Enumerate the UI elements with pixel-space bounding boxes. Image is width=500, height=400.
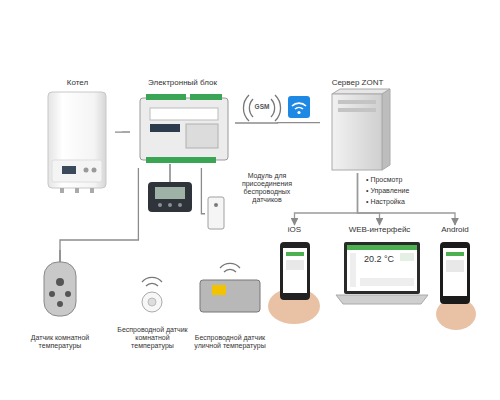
server-top [332,89,390,94]
signal-wave [243,95,249,121]
node-label: Беспроводной датчик уличной температуры [190,334,270,350]
panel-button [158,203,162,207]
sensor-hole [65,291,71,297]
panel-button [168,203,172,207]
terminal-strip [146,157,216,163]
control-panel [148,182,192,212]
controller-window [186,124,218,148]
cable-line [60,168,138,250]
room-sensor [44,262,76,316]
feature-item: • Просмотр [366,176,426,183]
diagram-node: iOS [262,225,327,335]
diagram-node: Сервер ZONT [320,78,395,173]
sensor-center [148,298,156,306]
node-label: Котел [67,78,88,87]
phone-screen [283,248,307,293]
phone-screen [443,248,467,296]
outdoor-sensor [200,280,260,312]
screen-reading: 20.2 °C [360,254,398,264]
wireless-module [208,197,224,229]
signal-wave [224,269,236,272]
diagram-node: Android [430,225,480,335]
diagram-node: Электронный блок [130,78,235,168]
node-label: Android [441,225,469,234]
boiler-body [48,92,106,188]
boiler-pipe [90,188,94,193]
screen-bar [446,252,464,256]
wifi-wave [295,107,303,109]
server-slot [338,100,376,104]
controller-body [140,98,228,160]
data-arrow [295,173,358,225]
module-led [214,203,218,207]
feature-item: • Настройка [366,198,426,205]
screen-bar [286,252,304,256]
node-label: Беспроводной датчик комнатной температур… [115,326,190,350]
boiler-knob [84,168,89,173]
smartphone [280,242,310,300]
server-body [332,94,382,170]
screen-sidebar [350,253,356,287]
wifi-wave [292,103,306,106]
node-label: iOS [288,225,301,234]
laptop-base [336,295,428,304]
screen-block [286,260,304,270]
diagram-node: WEB-интерфейс [332,225,427,325]
sensor-hole [49,291,55,297]
server-slot [338,108,376,112]
diagram-node: Датчик комнатной температуры [25,250,95,350]
feature-item: • Управление [366,187,426,194]
wireless-room-sensor [142,292,162,312]
laptop-lid [344,242,420,294]
signal-wave [275,95,281,121]
wifi-dot [297,111,300,114]
screen-block [446,260,464,272]
node-label: Датчик комнатной температуры [25,334,95,350]
boiler-pipe [75,188,79,193]
boiler-knob [92,168,97,173]
terminal-strip [190,94,222,100]
cable-line [115,131,130,132]
sensor-sticker [212,285,226,295]
sensor-hole [56,278,64,286]
wifi-icon [288,96,310,118]
node-label: Электронный блок [148,78,217,87]
node-label: Модуль для присоединения беспроводных да… [229,172,305,204]
diagram-node: Беспроводной датчик уличной температуры [190,260,270,350]
terminal-strip [146,94,186,100]
signal-wave [146,283,158,286]
sensor-cable [59,250,60,262]
sensor-hole [57,301,63,307]
node-label: Сервер ZONT [332,78,384,87]
boiler-pipe [60,188,64,193]
node-label: WEB-интерфейс [349,225,411,234]
screen-block [400,253,414,261]
boiler-panel [52,160,102,182]
screen-bar [347,245,417,250]
panel-wire [169,164,170,182]
boiler-display [62,166,76,174]
network-label: GSM [252,103,272,110]
signal-wave [220,263,240,268]
laptop-screen [347,245,417,291]
screen-block [360,278,414,286]
data-arrow [358,173,456,225]
diagram-node: Котел [40,78,115,193]
smartphone [440,242,470,304]
signal-wave [142,277,162,282]
cable-line [201,168,205,214]
diagram-node: Беспроводной датчик комнатной температур… [115,265,190,350]
panel-button [178,203,182,207]
server-side [382,89,390,170]
diagram-node: Модуль для присоединения беспроводных да… [205,172,305,230]
controller-plate [150,108,218,120]
controller-stripe [150,124,180,132]
cable-line [235,122,320,124]
gsm-badge [252,102,272,113]
panel-screen [155,187,185,199]
